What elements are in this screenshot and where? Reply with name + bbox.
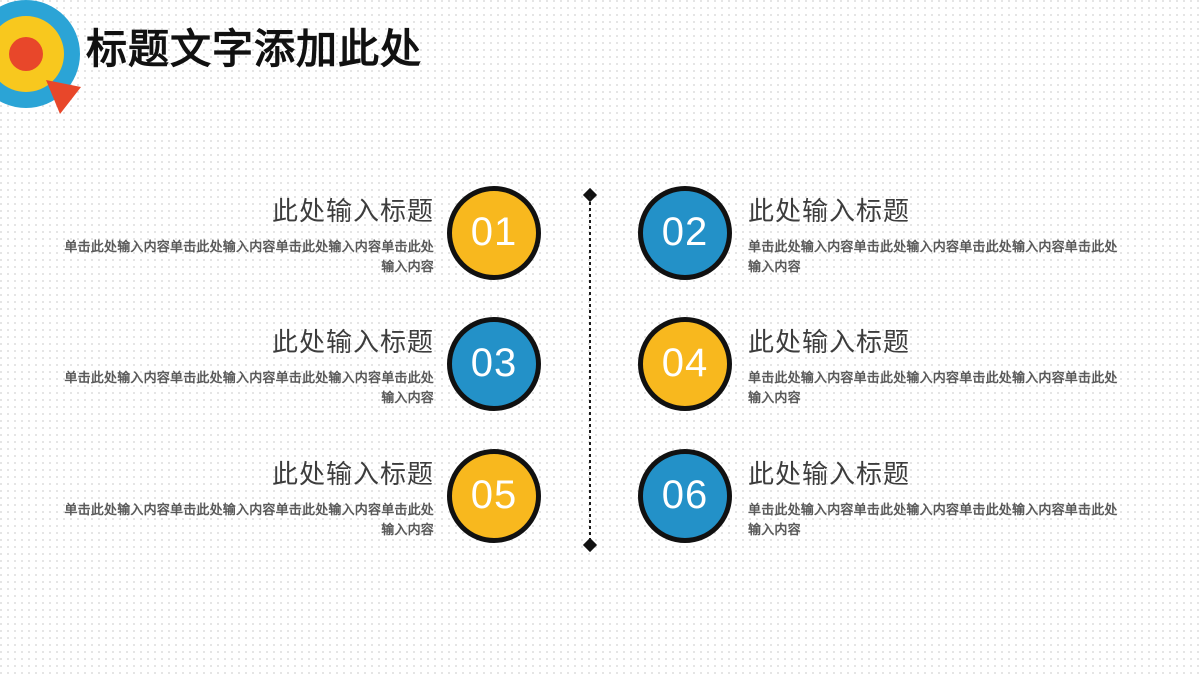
- item-text-block: 此处输入标题 单击此处输入内容单击此处输入内容单击此处输入内容单击此处输入内容: [748, 313, 1168, 408]
- number-badge-03[interactable]: 03: [447, 317, 541, 411]
- item-title: 此处输入标题: [271, 459, 434, 489]
- slide-header: 标题文字添加此处: [0, 0, 1200, 130]
- badge-number-label: 01: [470, 210, 518, 254]
- item-row-2: 03 此处输入标题 单击此处输入内容单击此处输入内容单击此处输入内容单击此处输入…: [0, 313, 1200, 423]
- item-text-block: 此处输入标题 单击此处输入内容单击此处输入内容单击此处输入内容单击此处输入内容: [14, 313, 434, 408]
- badge-number-label: 06: [661, 473, 709, 517]
- list-item-05[interactable]: 05 此处输入标题 单击此处输入内容单击此处输入内容单击此处输入内容单击此处输入…: [0, 445, 541, 555]
- list-item-06[interactable]: 06 此处输入标题 单击此处输入内容单击此处输入内容单击此处输入内容单击此处输入…: [638, 445, 1138, 555]
- item-body-text: 单击此处输入内容单击此处输入内容单击此处输入内容单击此处输入内容: [748, 502, 1118, 537]
- item-row-1: 01 此处输入标题 单击此处输入内容单击此处输入内容单击此处输入内容单击此处输入…: [0, 182, 1200, 292]
- item-body-text: 单击此处输入内容单击此处输入内容单击此处输入内容单击此处输入内容: [748, 370, 1118, 405]
- item-title: 此处输入标题: [748, 459, 911, 489]
- content-area: 01 此处输入标题 单击此处输入内容单击此处输入内容单击此处输入内容单击此处输入…: [0, 182, 1200, 572]
- number-badge-04[interactable]: 04: [638, 317, 732, 411]
- badge-number-label: 04: [661, 341, 709, 385]
- item-body-text: 单击此处输入内容单击此处输入内容单击此处输入内容单击此处输入内容: [64, 502, 434, 537]
- item-row-3: 05 此处输入标题 单击此处输入内容单击此处输入内容单击此处输入内容单击此处输入…: [0, 445, 1200, 555]
- item-text-block: 此处输入标题 单击此处输入内容单击此处输入内容单击此处输入内容单击此处输入内容: [748, 445, 1168, 540]
- item-body-text: 单击此处输入内容单击此处输入内容单击此处输入内容单击此处输入内容: [748, 239, 1118, 274]
- number-badge-06[interactable]: 06: [638, 449, 732, 543]
- list-item-03[interactable]: 03 此处输入标题 单击此处输入内容单击此处输入内容单击此处输入内容单击此处输入…: [0, 313, 541, 423]
- page-title: 标题文字添加此处: [86, 26, 422, 72]
- badge-number-label: 02: [661, 210, 709, 254]
- number-badge-05[interactable]: 05: [447, 449, 541, 543]
- item-text-block: 此处输入标题 单击此处输入内容单击此处输入内容单击此处输入内容单击此处输入内容: [14, 182, 434, 277]
- badge-number-label: 03: [470, 341, 518, 385]
- item-title: 此处输入标题: [748, 196, 911, 226]
- item-text-block: 此处输入标题 单击此处输入内容单击此处输入内容单击此处输入内容单击此处输入内容: [748, 182, 1168, 277]
- item-title: 此处输入标题: [271, 196, 434, 226]
- item-body-text: 单击此处输入内容单击此处输入内容单击此处输入内容单击此处输入内容: [64, 239, 434, 274]
- item-text-block: 此处输入标题 单击此处输入内容单击此处输入内容单击此处输入内容单击此处输入内容: [14, 445, 434, 540]
- item-body-text: 单击此处输入内容单击此处输入内容单击此处输入内容单击此处输入内容: [64, 370, 434, 405]
- number-badge-01[interactable]: 01: [447, 186, 541, 280]
- list-item-01[interactable]: 01 此处输入标题 单击此处输入内容单击此处输入内容单击此处输入内容单击此处输入…: [0, 182, 541, 292]
- item-title: 此处输入标题: [271, 327, 434, 357]
- list-item-02[interactable]: 02 此处输入标题 单击此处输入内容单击此处输入内容单击此处输入内容单击此处输入…: [638, 182, 1138, 292]
- item-title: 此处输入标题: [748, 327, 911, 357]
- dotted-vertical-divider: [582, 187, 598, 553]
- badge-number-label: 05: [470, 473, 518, 517]
- list-item-04[interactable]: 04 此处输入标题 单击此处输入内容单击此处输入内容单击此处输入内容单击此处输入…: [638, 313, 1138, 423]
- divider-dotted-line: [589, 196, 591, 544]
- number-badge-02[interactable]: 02: [638, 186, 732, 280]
- target-bullseye-logo-icon: [0, 0, 88, 116]
